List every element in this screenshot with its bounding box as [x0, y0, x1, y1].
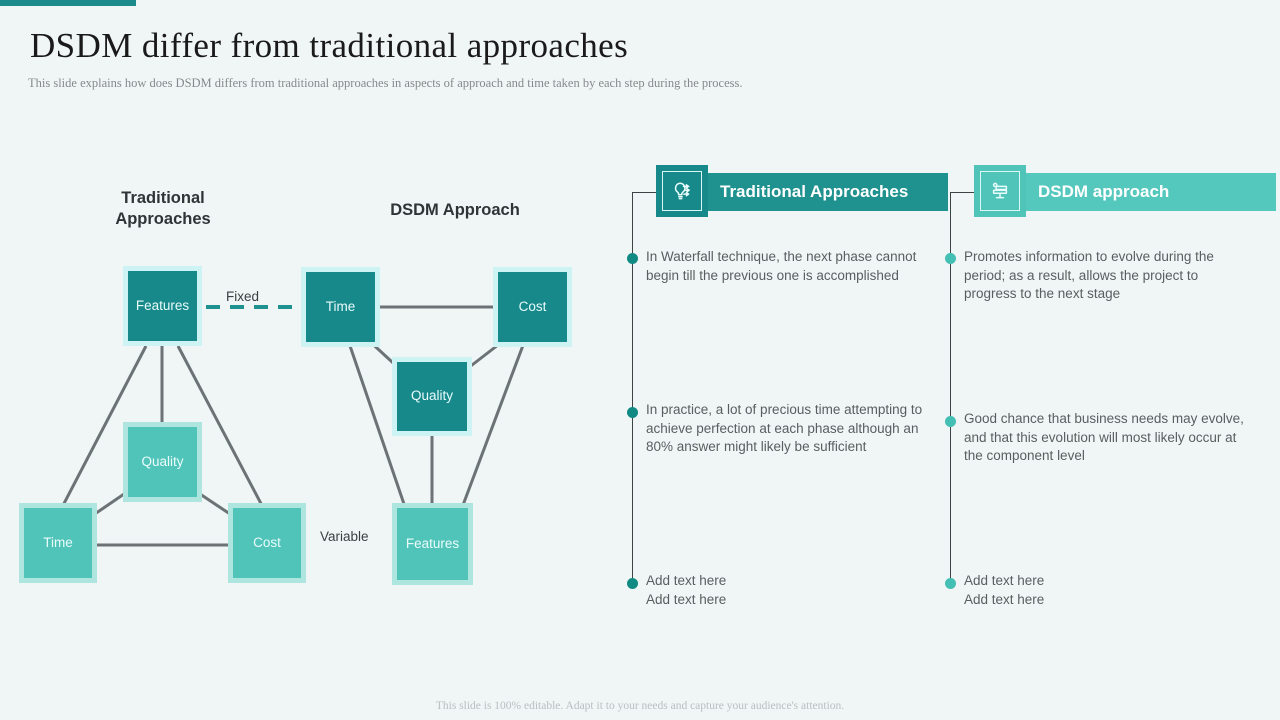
- bullet-dot: [627, 578, 638, 589]
- node-dsdm-time[interactable]: Time: [301, 267, 380, 347]
- placeholder-line1: Add text here: [646, 573, 727, 588]
- column-header-traditional[interactable]: Traditional Approaches: [656, 165, 948, 217]
- node-label: Time: [43, 534, 73, 550]
- bullet-item: Good chance that business needs may evol…: [964, 411, 1244, 464]
- dsdm-diagram-title: DSDM Approach: [390, 201, 520, 219]
- node-label: Time: [325, 298, 356, 314]
- bullet-dot: [945, 578, 956, 589]
- node-label: Cost: [253, 534, 281, 550]
- node-label: Features: [405, 535, 460, 551]
- node-label: Quality: [141, 453, 184, 469]
- timeline-line: [950, 192, 951, 586]
- traditional-diagram-title-line2: Approaches: [115, 210, 211, 229]
- node-dsdm-features[interactable]: Features: [392, 503, 473, 585]
- column-header-label: Traditional Approaches: [706, 173, 948, 211]
- page-title: DSDM differ from traditional approaches: [30, 26, 629, 65]
- bullet-dot: [945, 253, 956, 264]
- timeline-stub: [632, 192, 668, 193]
- column-header-label: DSDM approach: [1024, 173, 1276, 211]
- bullet-dot: [627, 407, 638, 418]
- traditional-diagram-title: Traditional Approaches: [80, 188, 246, 230]
- placeholder-line2: Add text here: [646, 591, 727, 607]
- node-traditional-cost[interactable]: Cost: [228, 503, 306, 583]
- bullet-dot: [945, 416, 956, 427]
- timeline-line: [632, 192, 633, 586]
- node-dsdm-cost[interactable]: Cost: [493, 267, 572, 347]
- bullet-item: In Waterfall technique, the next phase c…: [646, 249, 917, 283]
- edge-label-variable: Variable: [320, 529, 369, 544]
- timeline-stub: [950, 192, 986, 193]
- node-dsdm-quality[interactable]: Quality: [392, 357, 472, 436]
- page-subtitle: This slide explains how does DSDM differ…: [28, 76, 743, 90]
- top-accent-bar: [0, 0, 136, 6]
- column-header-dsdm[interactable]: DSDM approach: [974, 165, 1276, 217]
- edge-label-fixed: Fixed: [226, 289, 260, 304]
- node-label: Quality: [410, 388, 454, 404]
- bullet-dot: [627, 253, 638, 264]
- footer-note: This slide is 100% editable. Adapt it to…: [435, 700, 845, 712]
- presentation-board-icon: [974, 165, 1026, 217]
- node-traditional-time[interactable]: Time: [19, 503, 97, 583]
- node-traditional-quality[interactable]: Quality: [123, 422, 202, 502]
- diagram-area: Traditional Approaches DSDM Approach Fea…: [0, 150, 610, 630]
- lightbulb-arrows-icon: [656, 165, 708, 217]
- bullet-item-placeholder: Add text here Add text here: [646, 572, 928, 609]
- bullet-item-placeholder: Add text here Add text here: [964, 572, 1246, 609]
- bullet-item: Promotes information to evolve during th…: [964, 249, 1214, 302]
- placeholder-line2: Add text here: [964, 591, 1045, 607]
- node-traditional-features[interactable]: Features: [123, 266, 202, 346]
- placeholder-line1: Add text here: [964, 573, 1045, 588]
- traditional-diagram-title-line1: Traditional: [121, 189, 205, 207]
- node-label: Features: [135, 297, 190, 313]
- node-label: Cost: [518, 298, 547, 314]
- bullet-item: In practice, a lot of precious time atte…: [646, 402, 923, 455]
